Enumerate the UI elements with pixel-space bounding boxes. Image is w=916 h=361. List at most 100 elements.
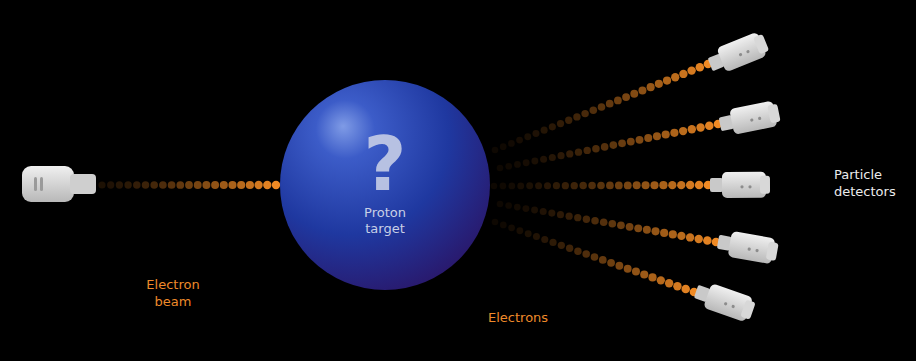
detector-icon	[716, 229, 780, 265]
electron-dot	[202, 181, 210, 189]
electron-dot	[573, 113, 580, 120]
electron-dot	[575, 149, 582, 156]
electron-dot	[652, 227, 660, 235]
electron-dot	[686, 181, 694, 189]
electron-dot	[659, 181, 667, 189]
electron-dot	[660, 229, 668, 237]
detector-dot	[755, 249, 759, 253]
electron-dot	[669, 230, 677, 238]
sphere-content: ? Proton target	[279, 79, 491, 291]
electron-dot	[607, 259, 615, 267]
electron-dot	[679, 127, 687, 135]
electron-dot	[505, 163, 512, 170]
electron-dot	[644, 134, 652, 142]
detector-dot	[746, 50, 750, 54]
electron-dot	[497, 165, 504, 172]
electron-dot	[598, 103, 606, 111]
electron-dot	[668, 181, 676, 189]
electron-dot	[655, 80, 663, 88]
detector-dot	[731, 304, 735, 308]
proton-sphere: ? Proton target	[279, 79, 491, 291]
electron-dot	[581, 110, 588, 117]
electron-dot	[650, 181, 658, 189]
electron-dot	[254, 181, 262, 189]
electron-dot	[194, 181, 202, 189]
electron-dot	[540, 208, 547, 215]
electron-dot	[582, 250, 590, 258]
electron-dot	[553, 182, 560, 189]
electron-dot	[673, 282, 681, 290]
electron-dot	[566, 213, 573, 220]
detectors-label: Particle detectors	[834, 166, 910, 200]
electron-dot	[523, 205, 530, 212]
electron-dot	[533, 233, 540, 240]
electron-dot	[606, 100, 614, 108]
electron-dot	[695, 235, 703, 243]
detector-dot	[750, 118, 754, 122]
electron-dot	[116, 181, 123, 188]
electron-dot	[610, 141, 618, 149]
scattered-electron-dots	[491, 60, 723, 297]
electron-dot	[168, 181, 176, 189]
detector-dot	[738, 53, 742, 57]
electron-dot	[679, 70, 687, 78]
electron-dot	[632, 268, 640, 276]
electrons-label: Electrons	[488, 309, 598, 326]
electron-dot	[601, 143, 609, 151]
electron-dot	[606, 182, 614, 190]
electron-dot	[663, 76, 671, 84]
electron-dot	[600, 218, 608, 226]
label-box: Particle detectors	[834, 166, 910, 200]
electron-dot	[246, 181, 254, 189]
node-label: Proton target	[350, 205, 420, 237]
electron-dot	[541, 127, 548, 134]
electron-dot	[544, 182, 551, 189]
detector-back	[740, 299, 755, 319]
electron-dot	[98, 181, 105, 188]
electron-dot	[703, 236, 712, 245]
electron-dot	[516, 137, 523, 144]
electron-dot	[525, 230, 532, 237]
electron-dot	[696, 63, 705, 72]
electron-dot	[626, 223, 634, 231]
electron-dot	[531, 207, 538, 214]
gun-nozzle	[70, 174, 96, 194]
electron-dot	[630, 90, 638, 98]
detector-icon	[692, 279, 757, 323]
electron-dot	[500, 143, 507, 150]
question-mark: ?	[364, 127, 407, 201]
detector-dot	[740, 185, 743, 188]
electron-dot	[491, 183, 498, 190]
electron-dot	[687, 66, 695, 74]
electron-dot	[557, 211, 564, 218]
electron-dot	[618, 140, 626, 148]
detector-back	[760, 176, 770, 194]
electron-dot	[566, 150, 573, 157]
electron-dot	[695, 181, 704, 190]
electron-dot	[549, 239, 556, 246]
electron-dot	[696, 123, 704, 131]
detector-back	[766, 241, 779, 260]
electron-dot	[508, 183, 515, 190]
electron-dot	[263, 181, 271, 189]
electron-dot	[508, 224, 515, 231]
electron-dot	[220, 181, 228, 189]
electron-dot	[531, 158, 538, 165]
electron-gun	[22, 166, 96, 202]
electron-dot	[686, 233, 694, 241]
electron-dot	[615, 262, 623, 270]
detector-back	[767, 104, 780, 124]
electron-dot	[584, 147, 591, 154]
gun-mark	[34, 177, 37, 191]
electron-dot	[142, 181, 150, 189]
electron-dot	[566, 245, 573, 252]
electron-dot	[574, 214, 581, 221]
electron-dot	[565, 117, 572, 124]
electron-dot	[516, 227, 523, 234]
electron-dot	[638, 86, 646, 94]
detector-body	[722, 172, 766, 198]
electron-dot	[662, 131, 670, 139]
electron-dot	[535, 182, 542, 189]
sphere-fill	[280, 80, 490, 290]
